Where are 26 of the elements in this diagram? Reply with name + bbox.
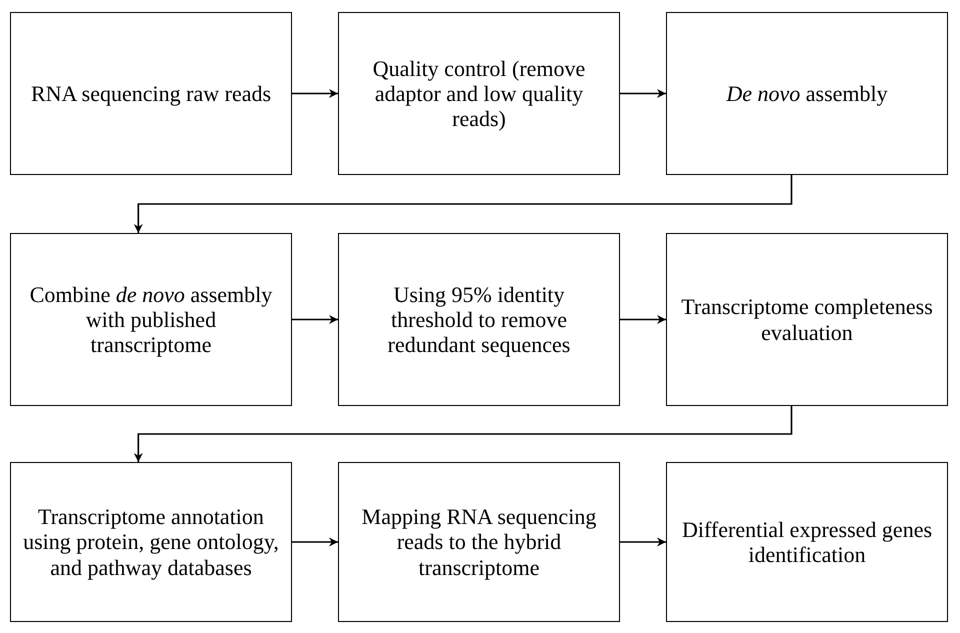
process-box	[666, 462, 948, 622]
step-text: Transcriptome annotation using protein, gene ontology, and pathway databases	[23, 504, 279, 580]
step-text: Differential expressed genes identification	[680, 516, 934, 568]
step-text: Combine de novo assembly with published transcriptome	[28, 282, 274, 358]
process-box	[338, 12, 620, 175]
arrow	[292, 315, 338, 324]
process-box	[10, 233, 292, 406]
process-box	[338, 462, 620, 622]
process-box	[666, 233, 948, 406]
process-box	[338, 233, 620, 406]
arrow	[292, 538, 338, 546]
step-text: RNA sequencing raw reads	[30, 80, 272, 106]
arrow	[134, 175, 792, 233]
process-box	[10, 12, 292, 175]
arrow	[292, 89, 338, 98]
step-text: Transcriptome completeness evaluation	[680, 294, 934, 345]
arrow	[620, 538, 666, 546]
process-box	[10, 462, 292, 622]
arrow	[134, 406, 792, 462]
step-text: Quality control (remove adaptor and low quality reads)	[372, 56, 586, 132]
arrow	[620, 89, 666, 98]
arrow	[620, 315, 666, 324]
step-text: Mapping RNA sequencing reads to the hybrid transcriptome	[360, 504, 598, 580]
process-box	[666, 12, 948, 175]
step-text: De novo assembly	[726, 80, 888, 106]
step-text: Using 95% identity threshold to remove redundant sequences	[386, 282, 572, 358]
